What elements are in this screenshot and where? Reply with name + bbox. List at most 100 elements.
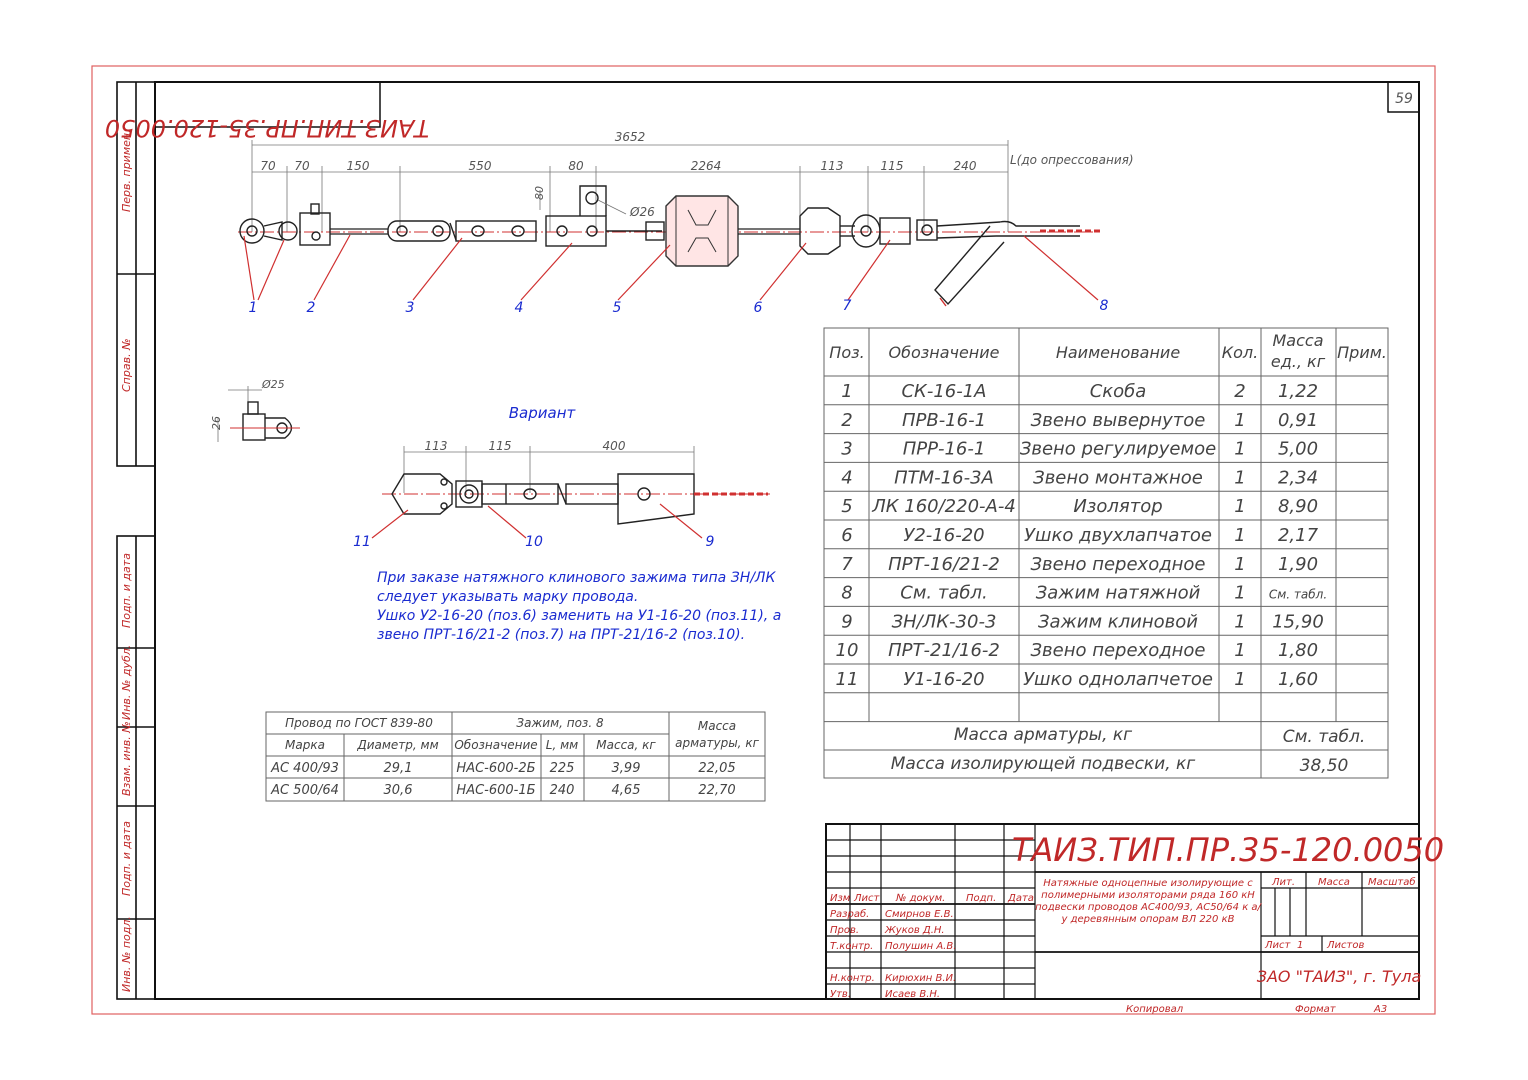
title-scale: Масштаб bbox=[1368, 876, 1416, 888]
detail-dim-26: 26 bbox=[210, 416, 223, 430]
spec-cell: 1 bbox=[841, 381, 852, 402]
dim-3652: 3652 bbox=[615, 130, 646, 144]
spec-cell: 5,00 bbox=[1278, 439, 1318, 460]
spec-cell: 2 bbox=[1234, 381, 1245, 402]
spec-cell: 1,22 bbox=[1278, 381, 1318, 402]
title-hdr: Изм bbox=[830, 893, 851, 904]
title-hdr: Подп. bbox=[966, 893, 996, 904]
spec-cell: У1-16-20 bbox=[903, 669, 984, 690]
spec-cell: 9 bbox=[841, 611, 852, 632]
spec-cell: 2,34 bbox=[1278, 467, 1318, 488]
dim-label: 113 bbox=[821, 159, 844, 173]
wire-group-header: Масса bbox=[698, 719, 736, 733]
spec-header: Масса bbox=[1272, 331, 1323, 350]
spec-cell: ПТМ-16-3А bbox=[894, 467, 994, 488]
spec-header: ед., кг bbox=[1271, 352, 1326, 371]
spec-cell: 1,60 bbox=[1278, 669, 1318, 690]
title-hdr: № докум. bbox=[895, 893, 945, 904]
spec-cell: Звено регулируемое bbox=[1020, 439, 1216, 460]
spec-cell: 1,80 bbox=[1278, 640, 1318, 661]
title-person: Жуков Д.Н. bbox=[884, 925, 945, 936]
shackle-detail: Ø25 26 bbox=[210, 378, 300, 442]
variant-dim: 400 bbox=[603, 439, 626, 453]
wire-cell: 240 bbox=[550, 783, 575, 798]
title-desc: полимерными изоляторами ряда 160 кН bbox=[1041, 890, 1255, 901]
side-label: Взам. инв. № bbox=[120, 721, 133, 796]
note-line: При заказе натяжного клинового зажима ти… bbox=[377, 570, 776, 586]
callout-10: 10 bbox=[525, 534, 543, 550]
spec-header: Поз. bbox=[829, 343, 864, 362]
note-line: Ушко У2-16-20 (поз.6) заменить на У1-16-… bbox=[377, 608, 781, 624]
spec-cell: 1 bbox=[1234, 640, 1245, 661]
wire-sub-header: Масса, кг bbox=[596, 738, 656, 752]
spec-cell: 1 bbox=[1234, 410, 1245, 431]
title-sheets: Листов bbox=[1326, 940, 1364, 951]
order-note: При заказе натяжного клинового зажима ти… bbox=[377, 570, 781, 643]
variant-dim: 113 bbox=[425, 439, 448, 453]
callout-1: 1 bbox=[249, 300, 258, 316]
side-label: Подп. и дата bbox=[120, 821, 133, 896]
callout-9: 9 bbox=[706, 534, 715, 550]
spec-cell: Изолятор bbox=[1073, 496, 1162, 517]
side-label: Справ. № bbox=[120, 338, 133, 392]
title-role: Утв. bbox=[830, 989, 851, 1000]
title-person: Смирнов Е.В. bbox=[885, 909, 954, 920]
title-hdr: Лист bbox=[853, 893, 881, 904]
dim-label: 150 bbox=[347, 159, 370, 173]
spec-cell: ЛК 160/220-А-4 bbox=[871, 496, 1016, 517]
spec-cell: ЗН/ЛК-30-3 bbox=[892, 611, 997, 632]
spec-cell: ПРР-16-1 bbox=[903, 439, 986, 460]
title-desc: Натяжные одноцепные изолирующие с bbox=[1043, 878, 1253, 889]
spec-cell: 8,90 bbox=[1278, 496, 1318, 517]
title-role: Разраб. bbox=[830, 908, 869, 920]
spec-cell: Зажим натяжной bbox=[1036, 583, 1201, 604]
outer-trim bbox=[91, 65, 1436, 1015]
note-line: следует указывать марку провода. bbox=[377, 589, 638, 605]
spec-cell: Звено вывернутое bbox=[1031, 410, 1206, 431]
spec-cell: 1 bbox=[1234, 525, 1245, 546]
spec-header: Наименование bbox=[1056, 343, 1180, 362]
title-desc: у деревянным опорам ВЛ 220 кВ bbox=[1061, 914, 1235, 925]
title-format-label: Формат bbox=[1295, 1004, 1337, 1015]
spec-cell: Ушко двухлапчатое bbox=[1024, 525, 1212, 546]
callout-2: 2 bbox=[307, 300, 316, 316]
variant-assembly: Вариант 113 115 400 bbox=[353, 404, 770, 550]
dim-80-vertical: 80 bbox=[533, 186, 546, 200]
spec-cell: См. табл. bbox=[900, 583, 987, 604]
title-hdr: Дата bbox=[1007, 893, 1034, 904]
side-label: Инв. № дубл. bbox=[120, 645, 133, 720]
main-assembly: 3652 70 70 150 550 80 2264 113 115 240 L… bbox=[238, 130, 1134, 316]
spec-table: Поз. Обозначение Наименование Кол. Масса… bbox=[823, 327, 1389, 779]
diameter-label: Ø26 bbox=[629, 205, 655, 219]
dim-label: 70 bbox=[260, 159, 276, 173]
spec-cell: 1 bbox=[1234, 554, 1245, 575]
dim-label: 240 bbox=[954, 159, 977, 173]
page-number: 59 bbox=[1395, 91, 1413, 107]
spec-cell: Скоба bbox=[1090, 381, 1147, 402]
title-sheet: Лист bbox=[1264, 940, 1292, 951]
note-line: звено ПРТ-16/21-2 (поз.7) на ПРТ-21/16-2… bbox=[377, 627, 745, 643]
spec-cell: СК-16-1А bbox=[901, 381, 986, 402]
spec-cell: ПРВ-16-1 bbox=[902, 410, 986, 431]
dim-label: 2264 bbox=[691, 159, 722, 173]
spec-sum1-label: Масса арматуры, кг bbox=[954, 725, 1132, 745]
title-person: Полушин А.В. bbox=[885, 941, 956, 952]
dim-label: 70 bbox=[294, 159, 310, 173]
detail-diameter: Ø25 bbox=[261, 378, 285, 391]
wire-cell: 29,1 bbox=[384, 761, 413, 776]
spec-sum2-label: Масса изолирующей подвески, кг bbox=[891, 754, 1196, 774]
side-label: Перв. примен. bbox=[120, 129, 133, 212]
dim-L-label: L(до опрессования) bbox=[1010, 153, 1134, 167]
spec-header: Прим. bbox=[1337, 343, 1387, 362]
spec-cell: 1 bbox=[1234, 669, 1245, 690]
wire-sub-header: Диаметр, мм bbox=[356, 738, 438, 752]
title-person: Кирюхин В.И. bbox=[885, 973, 956, 984]
spec-cell: 1,90 bbox=[1278, 554, 1318, 575]
spec-cell: 1 bbox=[1234, 467, 1245, 488]
title-sheet-no: 1 bbox=[1297, 940, 1303, 951]
spec-cell: 10 bbox=[836, 640, 859, 661]
wire-group-header: арматуры, кг bbox=[675, 736, 759, 750]
spec-cell: Ушко однолапчетое bbox=[1023, 669, 1213, 690]
wire-group-header: Провод по ГОСТ 839-80 bbox=[285, 716, 433, 730]
spec-cell: 1 bbox=[1234, 611, 1245, 632]
